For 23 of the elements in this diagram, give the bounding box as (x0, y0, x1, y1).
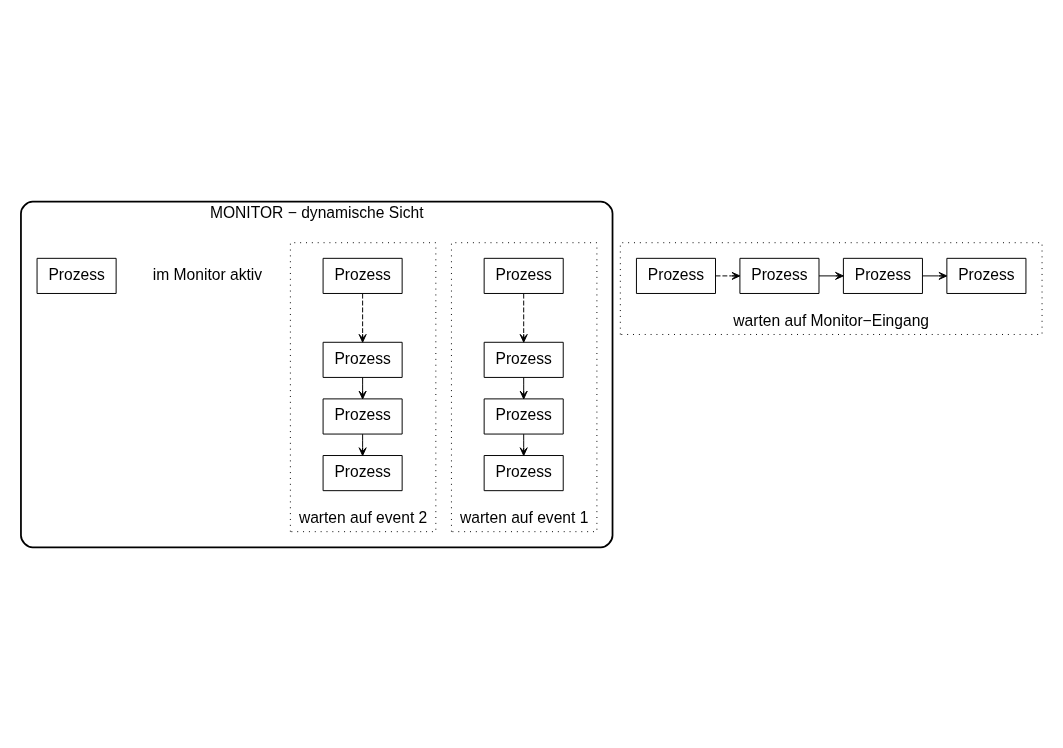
arrow (818, 271, 844, 280)
node-box: Prozess (322, 341, 403, 378)
node-box: Prozess (739, 257, 820, 294)
node-box: Prozess (322, 454, 403, 491)
node-box: Prozess (483, 397, 564, 435)
arrow (922, 271, 948, 280)
node-box: Prozess (946, 257, 1027, 294)
arrow (358, 292, 367, 343)
arrow (519, 376, 528, 399)
node-box: Prozess (842, 257, 923, 294)
arrow (715, 271, 741, 280)
arrow (358, 433, 367, 456)
node-box: Prozess (483, 454, 564, 491)
arrow (519, 433, 528, 456)
node-box: Prozess (36, 257, 117, 294)
node-box: Prozess (483, 257, 564, 294)
node-box: Prozess (635, 257, 716, 294)
node-label: im Monitor aktiv (152, 265, 263, 283)
arrow (519, 292, 528, 343)
node-box: Prozess (483, 341, 564, 378)
arrow (358, 376, 367, 399)
node-box: Prozess (322, 397, 403, 435)
node-box: Prozess (322, 257, 403, 294)
